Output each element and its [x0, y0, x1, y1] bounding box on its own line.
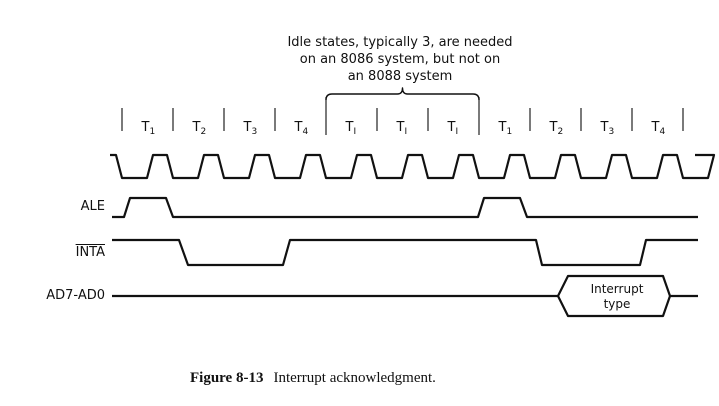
clock-waveform [110, 153, 716, 180]
figure-number: Figure 8-13 [190, 370, 264, 386]
t-state-label: T2 [549, 120, 564, 137]
figure-caption: Figure 8-13 Interrupt acknowledgment. [190, 370, 436, 387]
t-state-label: TI [345, 120, 357, 137]
t-state-label: T4 [294, 120, 309, 137]
interrupt-type-label: Interrupt type [572, 282, 662, 312]
annotation-line: on an 8086 system, but not on [299, 52, 501, 67]
figure-title: Interrupt acknowledgment. [273, 370, 436, 386]
ale-waveform [112, 196, 698, 219]
box-line: type [603, 297, 631, 311]
idle-states-annotation: Idle states, typically 3, are needed on … [250, 34, 550, 85]
t-state-label: T2 [192, 120, 207, 137]
signal-label-ad7-ad0: AD7-AD0 [46, 288, 105, 303]
signal-label-ale: ALE [80, 199, 105, 214]
t-state-label: T3 [243, 120, 258, 137]
annotation-line: Idle states, typically 3, are needed [287, 35, 513, 50]
t-state-label: TI [447, 120, 459, 137]
inta-waveform [112, 238, 698, 267]
t-state-label: TI [396, 120, 408, 137]
t-state-label: T1 [141, 120, 156, 137]
t-state-label: T3 [600, 120, 615, 137]
t-state-label: T4 [651, 120, 666, 137]
annotation-line: an 8088 system [347, 69, 453, 84]
box-line: Interrupt [590, 282, 644, 296]
t-state-label: T1 [498, 120, 513, 137]
idle-states-brace [325, 87, 480, 101]
signal-label-inta: INTA [75, 245, 105, 260]
